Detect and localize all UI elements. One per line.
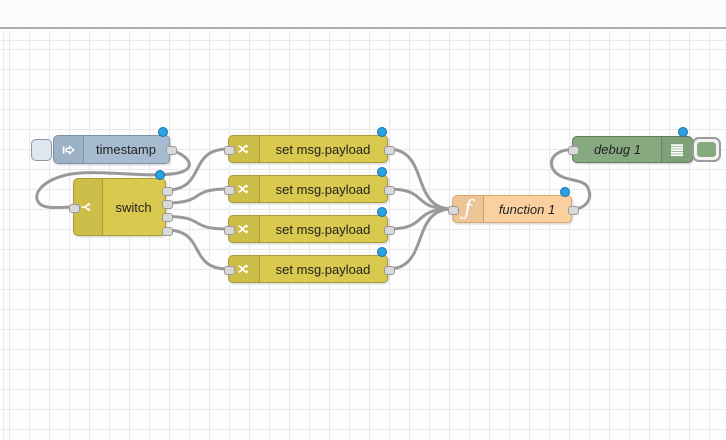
debug-console-icon — [661, 137, 692, 162]
wire[interactable] — [386, 147, 454, 211]
changed-indicator — [377, 207, 387, 217]
node-label: set msg.payload — [275, 221, 371, 237]
output-port[interactable] — [165, 146, 177, 155]
changed-indicator — [377, 127, 387, 137]
wire[interactable] — [386, 187, 454, 211]
inject-button[interactable] — [31, 139, 52, 161]
node-label: debug 1 — [594, 142, 641, 157]
node-label: set msg.payload — [275, 141, 371, 157]
wire[interactable] — [35, 148, 191, 210]
debug-toggle-state — [697, 142, 716, 157]
node-change-3[interactable]: set msg.payload — [223, 207, 395, 243]
node-change-4[interactable]: set msg.payload — [223, 247, 395, 283]
output-port[interactable] — [383, 225, 395, 235]
wire[interactable] — [386, 207, 454, 271]
wire[interactable] — [164, 215, 230, 231]
input-port[interactable] — [223, 225, 235, 235]
node-label: set msg.payload — [275, 181, 371, 197]
output-port-4[interactable] — [161, 226, 173, 236]
node-label: function 1 — [498, 201, 556, 217]
input-port[interactable] — [447, 205, 459, 215]
wire[interactable] — [164, 187, 230, 205]
output-port[interactable] — [383, 185, 395, 195]
changed-indicator — [678, 127, 688, 137]
input-port[interactable] — [68, 203, 80, 213]
wire[interactable] — [386, 207, 454, 231]
node-function-1[interactable]: ƒ function 1 — [447, 187, 579, 223]
editor-header-strip — [0, 0, 726, 29]
debug-toggle-button[interactable] — [692, 137, 721, 162]
switch-icon — [74, 179, 103, 235]
inject-arrow-icon — [54, 136, 84, 163]
node-debug-1[interactable]: debug 1 — [567, 127, 693, 163]
output-port[interactable] — [567, 205, 579, 215]
output-port-1[interactable] — [161, 186, 173, 196]
node-inject-timestamp[interactable]: timestamp — [53, 127, 177, 164]
changed-indicator — [377, 167, 387, 177]
output-port[interactable] — [383, 145, 395, 155]
changed-indicator — [158, 127, 168, 137]
output-port-3[interactable] — [161, 213, 173, 222]
node-label: switch — [115, 199, 152, 215]
changed-indicator — [377, 247, 387, 257]
input-port[interactable] — [223, 265, 235, 275]
wire[interactable] — [550, 148, 592, 211]
changed-indicator — [560, 187, 570, 197]
node-switch[interactable]: switch — [68, 170, 173, 236]
input-port[interactable] — [567, 146, 579, 155]
wire[interactable] — [164, 228, 230, 271]
node-change-1[interactable]: set msg.payload — [223, 127, 395, 163]
node-label: set msg.payload — [275, 261, 371, 277]
wire[interactable] — [164, 147, 230, 192]
input-port[interactable] — [223, 185, 235, 195]
output-port-2[interactable] — [161, 199, 173, 209]
node-change-2[interactable]: set msg.payload — [223, 167, 395, 203]
node-label: timestamp — [96, 142, 156, 157]
output-port[interactable] — [383, 265, 395, 275]
input-port[interactable] — [223, 145, 235, 155]
changed-indicator — [155, 170, 165, 180]
